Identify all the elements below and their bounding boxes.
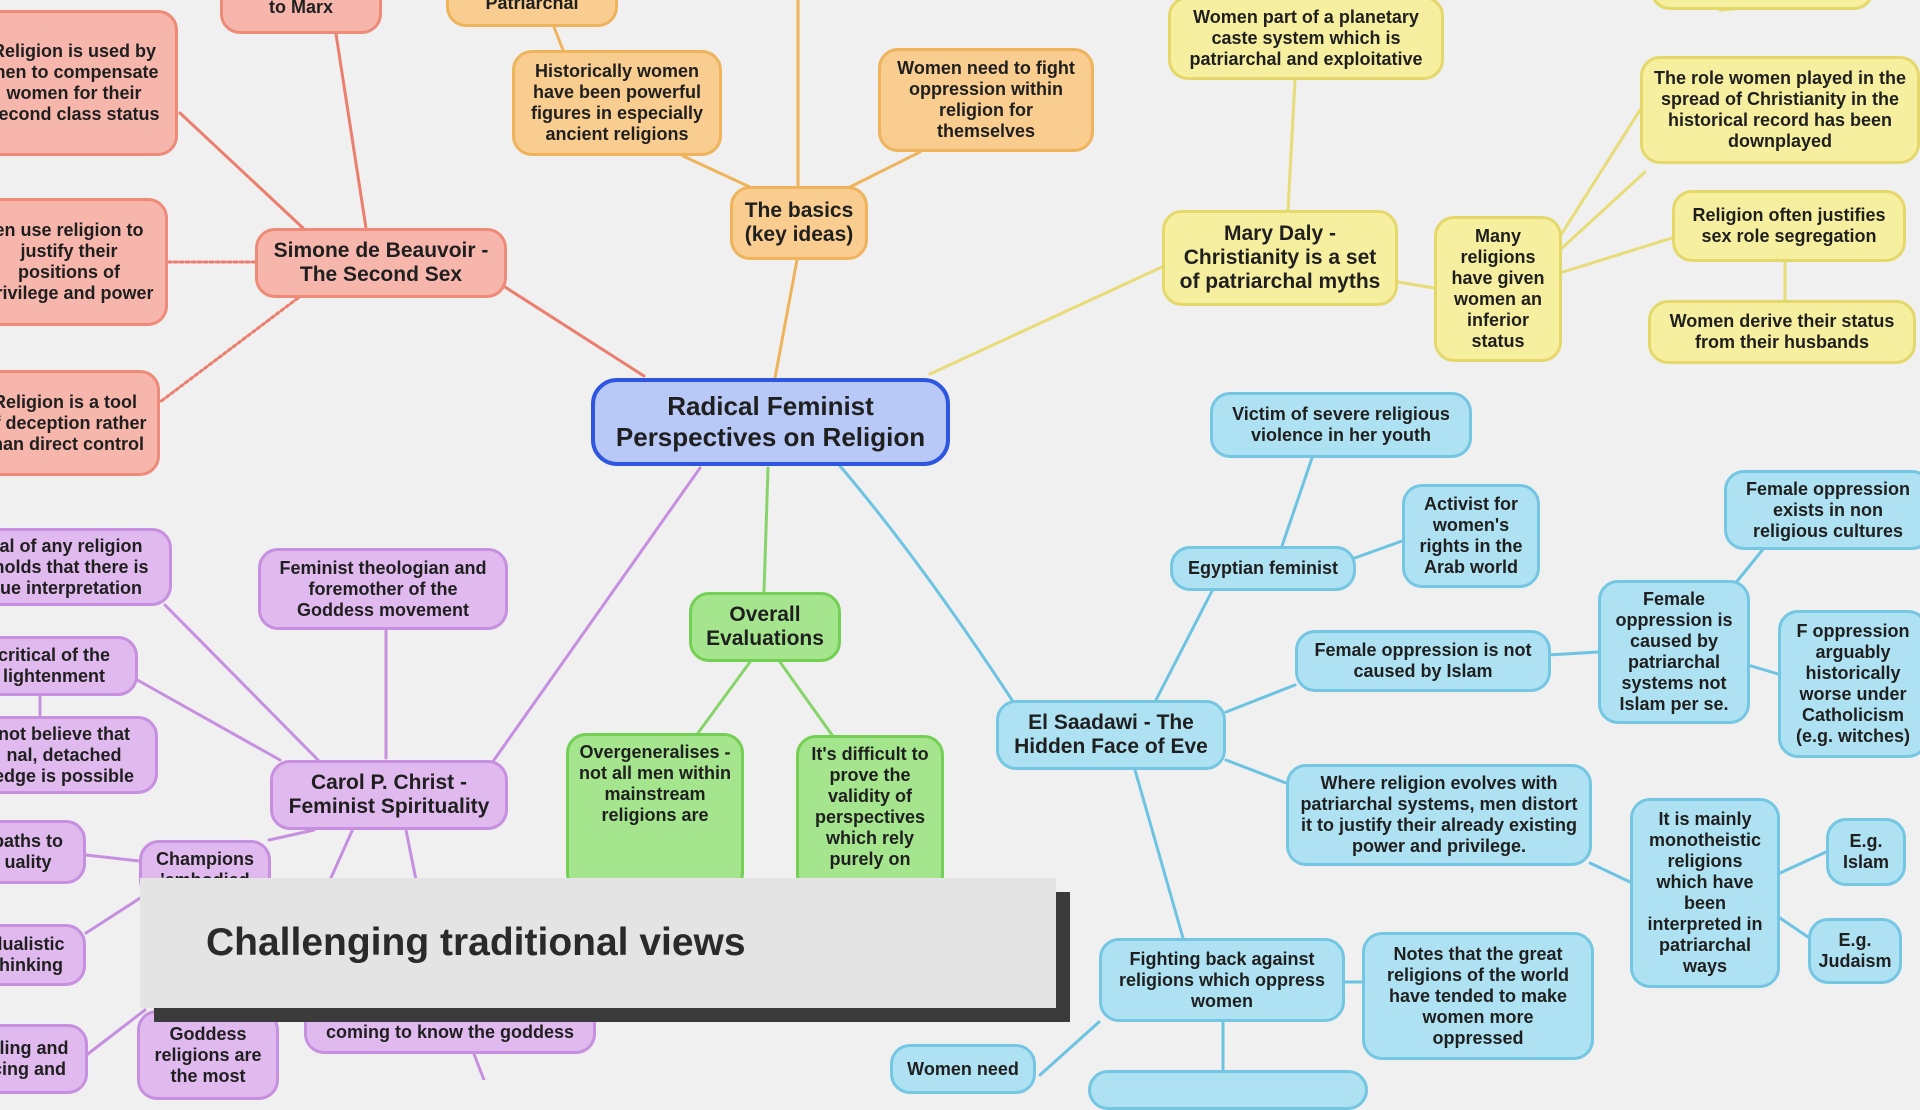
edge [84,853,141,863]
edge [178,111,305,230]
edge [1560,170,1647,250]
node-catholicism[interactable]: F oppression arguably historically worse… [1778,610,1920,758]
node-religion-compensate[interactable]: Religion is used by men to compensate wo… [0,10,178,156]
edge [1133,768,1185,940]
edge [552,25,565,52]
caption-text: Challenging traditional views [206,921,746,964]
edge [846,150,922,190]
edge [334,32,368,230]
node-monotheistic[interactable]: It is mainly monotheistic religions whic… [1630,798,1780,988]
node-female-non-religious[interactable]: Female oppression exists in non religiou… [1724,470,1920,550]
edge [1038,1020,1101,1077]
node-paths[interactable]: paths to uality [0,820,86,884]
node-saadawi[interactable]: El Saadawi - The Hidden Face of Eve [996,700,1226,770]
node-patriarchal-systems[interactable]: Female oppression is caused by patriarch… [1598,580,1750,724]
edge [1396,280,1436,290]
node-activist[interactable]: Activist for women's rights in the Arab … [1402,484,1540,588]
node-marx[interactable]: to Marx [220,0,382,34]
node-role-women[interactable]: The role women played in the spread of C… [1640,56,1920,164]
central-topic-node[interactable]: Radical Feminist Perspectives on Religio… [591,378,950,466]
node-christ[interactable]: Carol P. Christ - Feminist Spirituality [270,760,508,830]
node-bottom-blue[interactable] [1088,1070,1368,1110]
node-not-believe[interactable]: not believe that nal, detached edge is p… [0,716,158,794]
edge [1224,683,1297,714]
edge [492,466,702,762]
edge [267,828,316,842]
node-fighting-back[interactable]: Fighting back against religions which op… [1099,938,1345,1022]
node-not-islam[interactable]: Female oppression is not caused by Islam [1295,630,1551,692]
node-overgeneralises[interactable]: Overgeneralises - not all men within mai… [566,733,744,893]
edge [1778,916,1810,939]
edge [773,258,799,380]
connector-lines [38,0,1840,1080]
edge [1557,108,1642,240]
node-egyptian[interactable]: Egyptian feminist [1170,546,1356,591]
edge [1561,236,1674,274]
node-enlightenment[interactable]: critical of the lightenment [0,636,138,696]
edge [1588,861,1632,884]
edge [163,603,322,764]
node-victim[interactable]: Victim of severe religious violence in h… [1210,392,1472,458]
edge [130,675,282,762]
node-sex-role[interactable]: Religion often justifies sex role segreg… [1672,190,1906,262]
edge [778,660,834,737]
edge [1746,663,1780,676]
edge [328,829,354,882]
node-any-religion[interactable]: al of any religion holds that there is u… [0,528,172,606]
edge [84,891,150,935]
node-notes-great[interactable]: Notes that the great religions of the wo… [1362,932,1594,1060]
node-theologian[interactable]: Feminist theologian and foremother of th… [258,548,508,630]
edge [1154,589,1214,702]
edge [1778,850,1828,875]
node-many-religions[interactable]: Many religions have given women an infer… [1434,216,1562,362]
edge [78,1008,147,1062]
edge [158,296,300,404]
node-beauvoir[interactable]: Simone de Beauvoir - The Second Sex [255,228,507,298]
edge [696,660,752,735]
edge [928,265,1164,376]
edge [404,828,418,882]
edge [681,154,754,190]
node-derive-status[interactable]: Women derive their status from their hus… [1648,300,1916,364]
node-top-right[interactable] [1650,0,1874,10]
edge [503,285,646,378]
edge [1286,78,1297,212]
node-dualistic[interactable]: dualistic thinking [0,924,86,986]
node-women-fight[interactable]: Women need to fight oppression within re… [878,48,1094,152]
node-planetary[interactable]: Women part of a planetary caste system w… [1168,0,1444,80]
node-religion-evolves[interactable]: Where religion evolves with patriarchal … [1286,764,1592,866]
node-men-justify[interactable]: en use religion to justify their positio… [0,198,168,326]
edge [1350,539,1404,561]
node-women-need[interactable]: Women need [890,1044,1036,1094]
edge [838,464,1014,702]
node-feeling[interactable]: eling and cing and [0,1024,88,1094]
edge [1280,456,1314,548]
node-judaism[interactable]: E.g. Judaism [1808,918,1902,984]
node-difficult[interactable]: It's difficult to prove the validity of … [796,735,944,895]
edge [762,466,770,594]
node-goddess-religions[interactable]: Goddess religions are the most [137,1010,279,1100]
node-religion-tool[interactable]: Religion is a tool of deception rather t… [0,370,160,476]
node-evaluations[interactable]: Overall Evaluations [689,592,841,662]
node-basics[interactable]: The basics (key ideas) [730,186,868,260]
node-daly[interactable]: Mary Daly - Christianity is a set of pat… [1162,210,1398,306]
edge [1224,758,1288,785]
node-historically-women[interactable]: Historically women have been powerful fi… [512,50,722,156]
node-islam[interactable]: E.g. Islam [1826,818,1906,886]
edge [472,1052,486,1080]
edge [1546,650,1600,657]
caption-banner: Challenging traditional views [140,878,1056,1008]
node-patriarchal[interactable]: Patriarchal [446,0,618,27]
